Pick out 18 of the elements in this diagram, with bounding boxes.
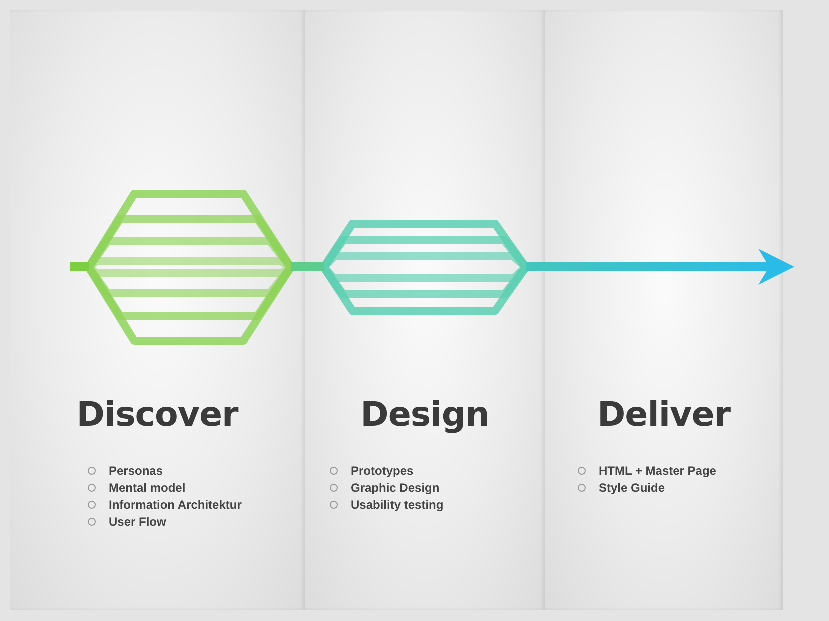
phase-heading: Discover — [76, 395, 240, 435]
list-item-text: Prototypes — [351, 464, 414, 478]
list-item-text: Graphic Design — [351, 480, 440, 494]
hexagon-loops — [320, 220, 530, 315]
list-item-text: HTML + Master Page — [599, 464, 716, 478]
phase-panel — [10, 10, 305, 610]
list-item-text: Personas — [109, 464, 164, 478]
phase-panel — [545, 10, 783, 610]
hexagon-loops — [85, 190, 295, 345]
phase-heading: Design — [360, 395, 490, 435]
list-item-text: User Flow — [109, 514, 166, 528]
phase-panel — [305, 10, 545, 610]
arrow — [526, 249, 795, 285]
phase-heading: Deliver — [596, 395, 732, 435]
list-item-text: Mental model — [109, 480, 186, 494]
list-item-text: Information Architektur — [109, 498, 242, 512]
list-item-text: Usability testing — [351, 498, 444, 512]
list-item-text: Style Guide — [599, 480, 666, 494]
